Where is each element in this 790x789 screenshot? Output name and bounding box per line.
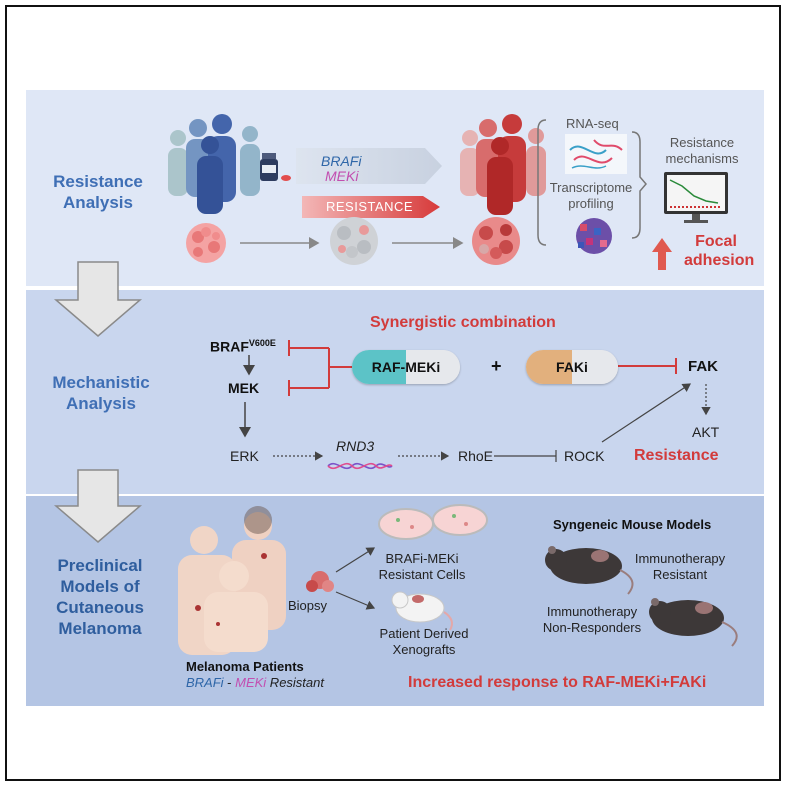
plus-sign: + [491, 356, 502, 376]
faki-inhibition [618, 358, 677, 374]
fak-node: FAK [688, 358, 718, 375]
heatmap-icon [576, 218, 612, 254]
rock-node: ROCK [564, 448, 605, 464]
focal-adhesion-label: Focal adhesion [684, 233, 755, 269]
syngeneic-mouse-icon [545, 546, 634, 595]
melanoma-patients-label: Melanoma Patients [186, 659, 304, 674]
meki-label: MEKi [325, 168, 359, 184]
patient-group-icon [168, 114, 260, 214]
immuno-non-responders-label: Immunotherapy Non-Responders [542, 604, 642, 635]
mechanistic-panel [26, 290, 764, 494]
resistant-cells-label: BRAFi-MEKi Resistant Cells [378, 551, 466, 582]
resistant-spheroid-icon [472, 217, 520, 265]
resistance-banner-label: RESISTANCE [326, 199, 414, 214]
patients-subtitle: BRAFi - MEKi Resistant [186, 675, 324, 690]
melanoma-patients-icon [178, 506, 286, 655]
xenograft-mouse-icon [391, 591, 453, 631]
syngeneic-title: Syngeneic Mouse Models [553, 517, 712, 532]
faki-pill: FAKi [526, 350, 618, 384]
faki-label: FAKi [556, 359, 588, 375]
resistance-panel [26, 90, 764, 286]
inhibition-bracket [288, 340, 352, 396]
increased-response-label: Increased response to RAF-MEKi+FAKi [408, 674, 707, 691]
non-responder-mouse-icon [649, 598, 738, 647]
immuno-resistant-label: Immunotherapy Resistant [634, 551, 726, 582]
rnd3-node: RND3 [336, 438, 375, 454]
dna-icon [327, 462, 393, 470]
pdx-label: Patient Derived Xenografts [379, 626, 469, 657]
drug-bottle-icon [260, 153, 291, 181]
mechanisms-label: Resistance mechanisms [665, 135, 739, 166]
section-title-resistance: Resistance Analysis [53, 172, 143, 212]
synergistic-title: Synergistic combination [370, 314, 556, 331]
resistance-label: Resistance [634, 447, 719, 464]
up-arrow-icon [652, 238, 672, 270]
erk-node: ERK [230, 448, 259, 464]
mek-node: MEK [228, 380, 260, 396]
petri-dish-icon [378, 504, 488, 540]
rna-seq-label: RNA-seq [566, 116, 619, 131]
biopsy-icon [306, 571, 334, 592]
treated-spheroid-icon [330, 217, 378, 265]
resistant-patients-icon [460, 114, 546, 215]
brafi-label: BRAFi [321, 153, 362, 169]
section-title-mechanistic: Mechanistic Analysis [52, 373, 150, 413]
rhoe-node: RhoE [458, 448, 494, 464]
rna-seq-icon [565, 134, 627, 174]
raf-meki-label: RAF-MEKi [371, 359, 441, 375]
section-title-preclinical: Preclinical Models of Cutaneous Melanoma [56, 556, 144, 638]
down-arrow-icon [53, 261, 143, 543]
transcriptome-label: Transcriptome profiling [549, 180, 633, 211]
raf-meki-pill: RAF-MEKi [352, 350, 460, 384]
braf-node: BRAFV600E [210, 338, 276, 355]
tumor-spheroid-icon [186, 223, 226, 263]
biopsy-label: Biopsy [288, 598, 328, 613]
resistance-banner [302, 196, 440, 218]
akt-node: AKT [692, 424, 720, 440]
figure-frame [5, 5, 781, 781]
treatment-banner [296, 148, 442, 184]
monitor-icon [664, 172, 728, 223]
